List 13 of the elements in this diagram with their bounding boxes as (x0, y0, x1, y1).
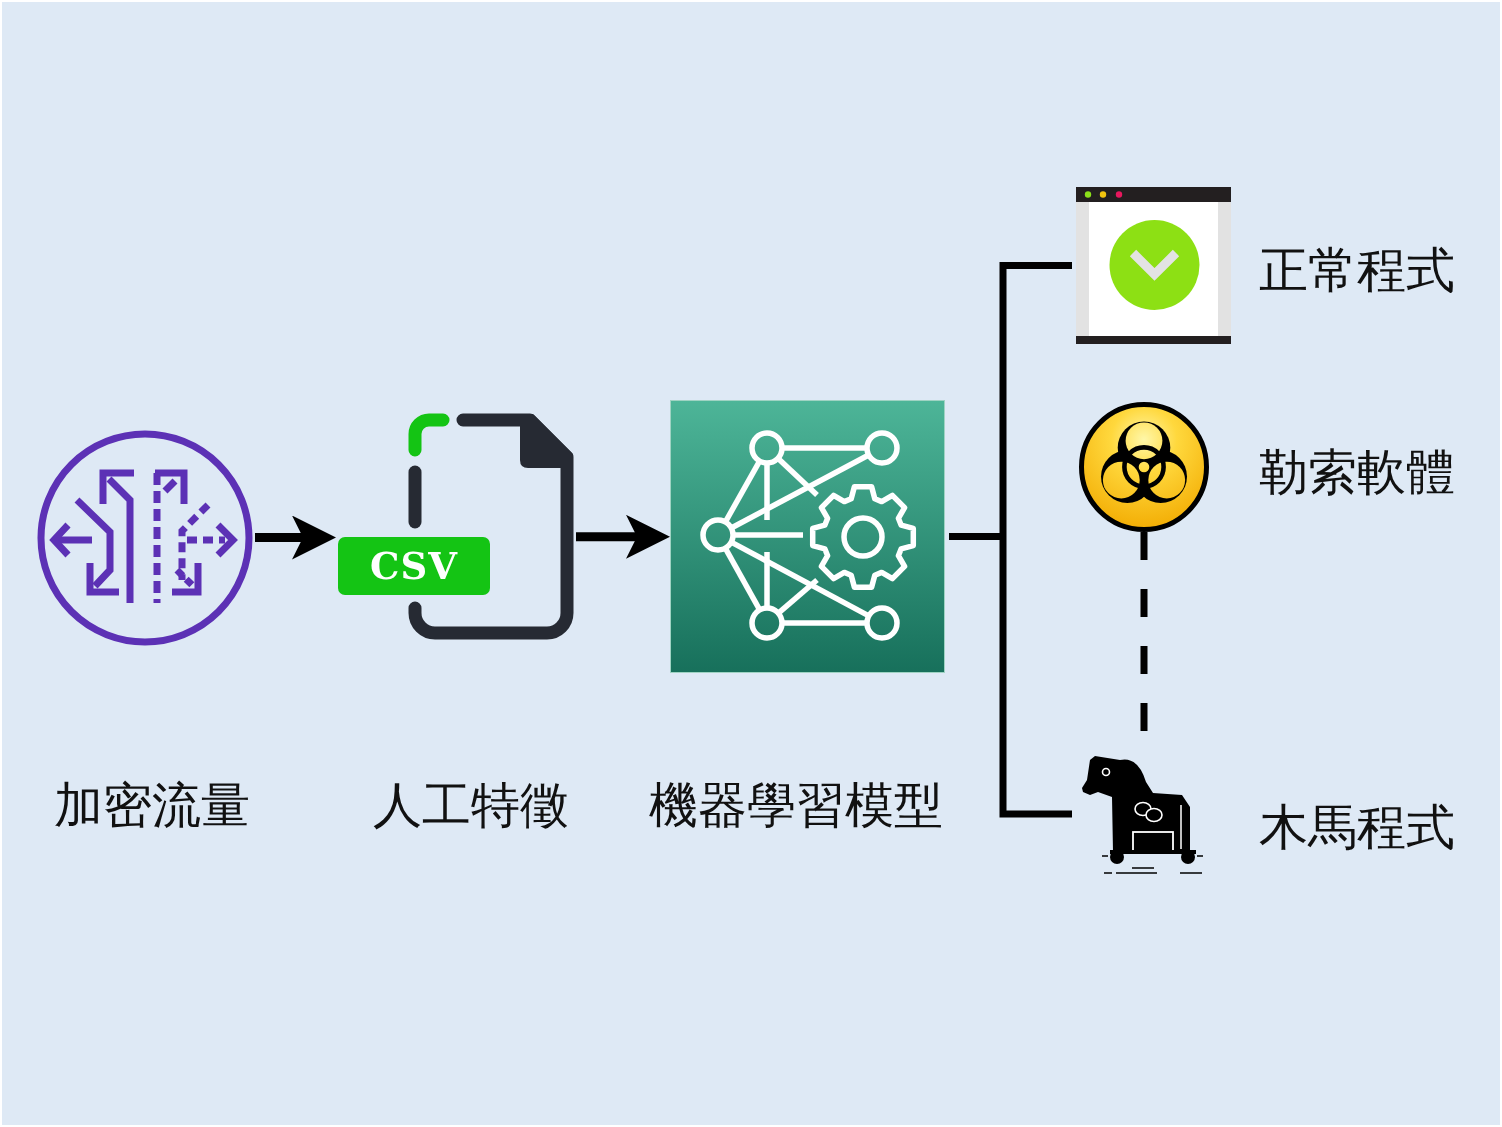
network-gear-icon (670, 400, 945, 673)
node-label: 正常程式 (1259, 245, 1455, 295)
node-label: 人工特徵 (373, 780, 569, 830)
node-label: 勒索軟體 (1259, 447, 1455, 497)
split-arrows-icon (35, 428, 255, 648)
biohazard-icon (1079, 402, 1209, 532)
node-label: 木馬程式 (1259, 802, 1455, 852)
arrow (255, 515, 336, 560)
arrow (576, 514, 670, 559)
file-type-badge: CSV (338, 537, 490, 595)
node-label: 加密流量 (54, 780, 250, 830)
node-label: 機器學習模型 (649, 780, 943, 830)
browser-check-icon (1076, 187, 1231, 344)
